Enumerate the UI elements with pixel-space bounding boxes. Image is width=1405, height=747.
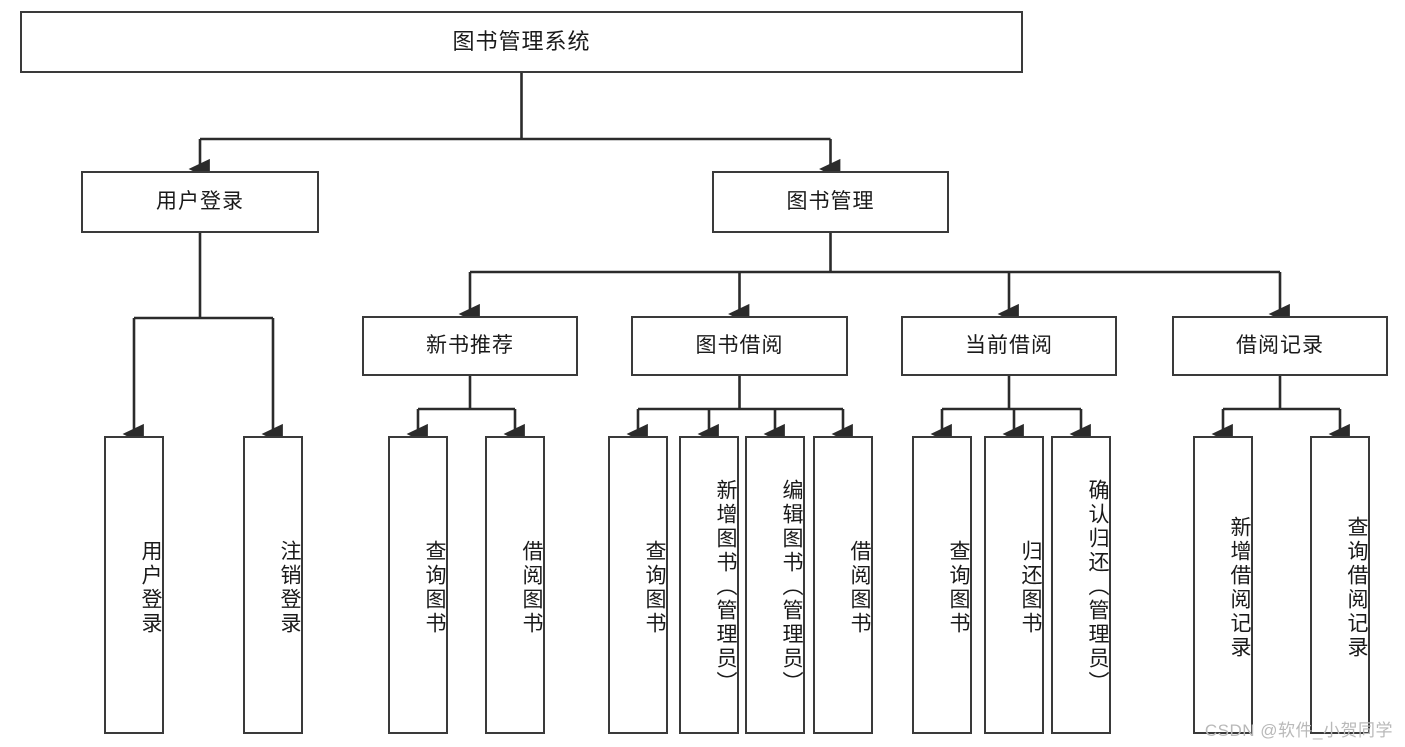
node-label: 注销登录 bbox=[278, 540, 301, 636]
node-label: 用户登录 bbox=[139, 540, 162, 636]
node-label: 用户登录 bbox=[156, 190, 244, 214]
node-label: 新书推荐 bbox=[426, 334, 514, 358]
leaf-return-book[interactable]: 归还图书 bbox=[984, 436, 1044, 734]
node-current-borrow[interactable]: 当前借阅 bbox=[901, 316, 1117, 376]
node-label: 查询图书 bbox=[423, 540, 446, 636]
node-label: 当前借阅 bbox=[965, 334, 1053, 358]
leaf-query-borrow-record[interactable]: 查询借阅记录 bbox=[1310, 436, 1370, 734]
node-label: 借阅图书 bbox=[848, 540, 871, 636]
leaf-query-book-2[interactable]: 查询图书 bbox=[608, 436, 668, 734]
node-book-manage[interactable]: 图书管理 bbox=[712, 171, 949, 233]
leaf-add-borrow-record[interactable]: 新增借阅记录 bbox=[1193, 436, 1253, 734]
leaf-confirm-return-admin[interactable]: 确认归还（管理员） bbox=[1051, 436, 1111, 734]
leaf-borrow-book-1[interactable]: 借阅图书 bbox=[485, 436, 545, 734]
node-label: 编辑图书（管理员） bbox=[780, 479, 803, 695]
node-label: 借阅记录 bbox=[1236, 334, 1324, 358]
leaf-edit-book-admin[interactable]: 编辑图书（管理员） bbox=[745, 436, 805, 734]
leaf-user-login[interactable]: 用户登录 bbox=[104, 436, 164, 734]
node-borrow-record[interactable]: 借阅记录 bbox=[1172, 316, 1388, 376]
node-label: 图书管理系统 bbox=[452, 28, 591, 54]
leaf-query-book-1[interactable]: 查询图书 bbox=[388, 436, 448, 734]
node-user-login[interactable]: 用户登录 bbox=[81, 171, 319, 233]
node-label: 图书管理 bbox=[786, 190, 875, 214]
node-root-book-management-system[interactable]: 图书管理系统 bbox=[20, 11, 1023, 73]
node-label: 查询借阅记录 bbox=[1345, 516, 1368, 660]
node-label: 借阅图书 bbox=[520, 540, 543, 636]
node-label: 查询图书 bbox=[947, 540, 970, 636]
node-label: 查询图书 bbox=[643, 540, 666, 636]
node-book-borrow[interactable]: 图书借阅 bbox=[631, 316, 848, 376]
node-label: 归还图书 bbox=[1019, 540, 1042, 636]
node-label: 确认归还（管理员） bbox=[1086, 479, 1109, 695]
leaf-borrow-book-2[interactable]: 借阅图书 bbox=[813, 436, 873, 734]
node-label: 新增图书（管理员） bbox=[714, 479, 737, 695]
node-new-book-recommend[interactable]: 新书推荐 bbox=[362, 316, 578, 376]
node-label: 图书借阅 bbox=[695, 334, 784, 358]
leaf-add-book-admin[interactable]: 新增图书（管理员） bbox=[679, 436, 739, 734]
leaf-logout[interactable]: 注销登录 bbox=[243, 436, 303, 734]
leaf-query-book-3[interactable]: 查询图书 bbox=[912, 436, 972, 734]
csdn-watermark: CSDN @软件_小贺同学 bbox=[1204, 721, 1393, 740]
node-label: 新增借阅记录 bbox=[1228, 516, 1251, 660]
